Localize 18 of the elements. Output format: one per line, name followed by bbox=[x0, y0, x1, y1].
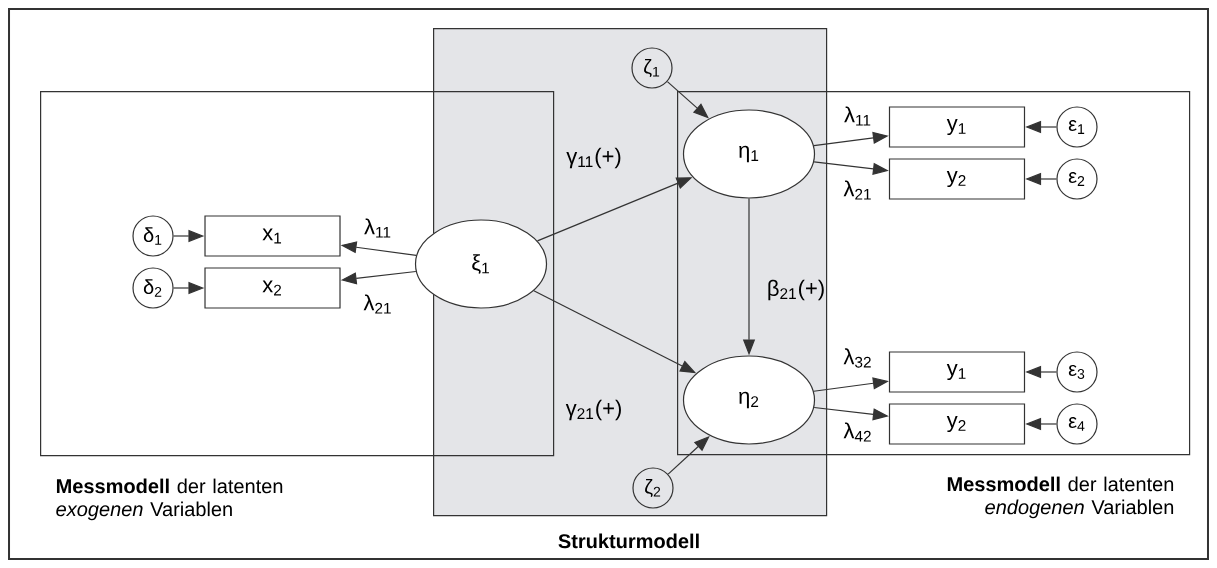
edge-label: β$_{21}$(+) bbox=[768, 279, 824, 301]
edge-label: λ$_{11}$ bbox=[844, 106, 871, 126]
region-heading: Strukturmodell bbox=[558, 533, 699, 549]
edge-label: λ$_{21}$ bbox=[843, 180, 871, 200]
indicator-box: x$_{1}$ bbox=[204, 215, 341, 257]
indicator-box: y$_{2}$ bbox=[888, 158, 1026, 200]
edge-label: λ$_{42}$ bbox=[843, 422, 871, 442]
indicator-box: y$_{1}$ bbox=[888, 106, 1026, 148]
edge-label: γ$_{11}$(+) bbox=[566, 147, 621, 169]
edge-label: λ$_{21}$ bbox=[363, 294, 391, 314]
edge-label: γ$_{21}$(+) bbox=[565, 399, 621, 421]
indicator-box: x$_{2}$ bbox=[204, 267, 341, 309]
edge-label: λ$_{11}$ bbox=[364, 218, 391, 238]
edge-label: λ$_{32}$ bbox=[843, 348, 871, 368]
indicator-box: y$_{1}$ bbox=[888, 351, 1026, 393]
region-heading: Messmodell der latenten endogenen Variablen bbox=[947, 476, 1174, 519]
region-heading: Messmodell der latenten exogenen Variablen bbox=[56, 478, 283, 521]
indicator-box: y$_{2}$ bbox=[888, 403, 1026, 445]
